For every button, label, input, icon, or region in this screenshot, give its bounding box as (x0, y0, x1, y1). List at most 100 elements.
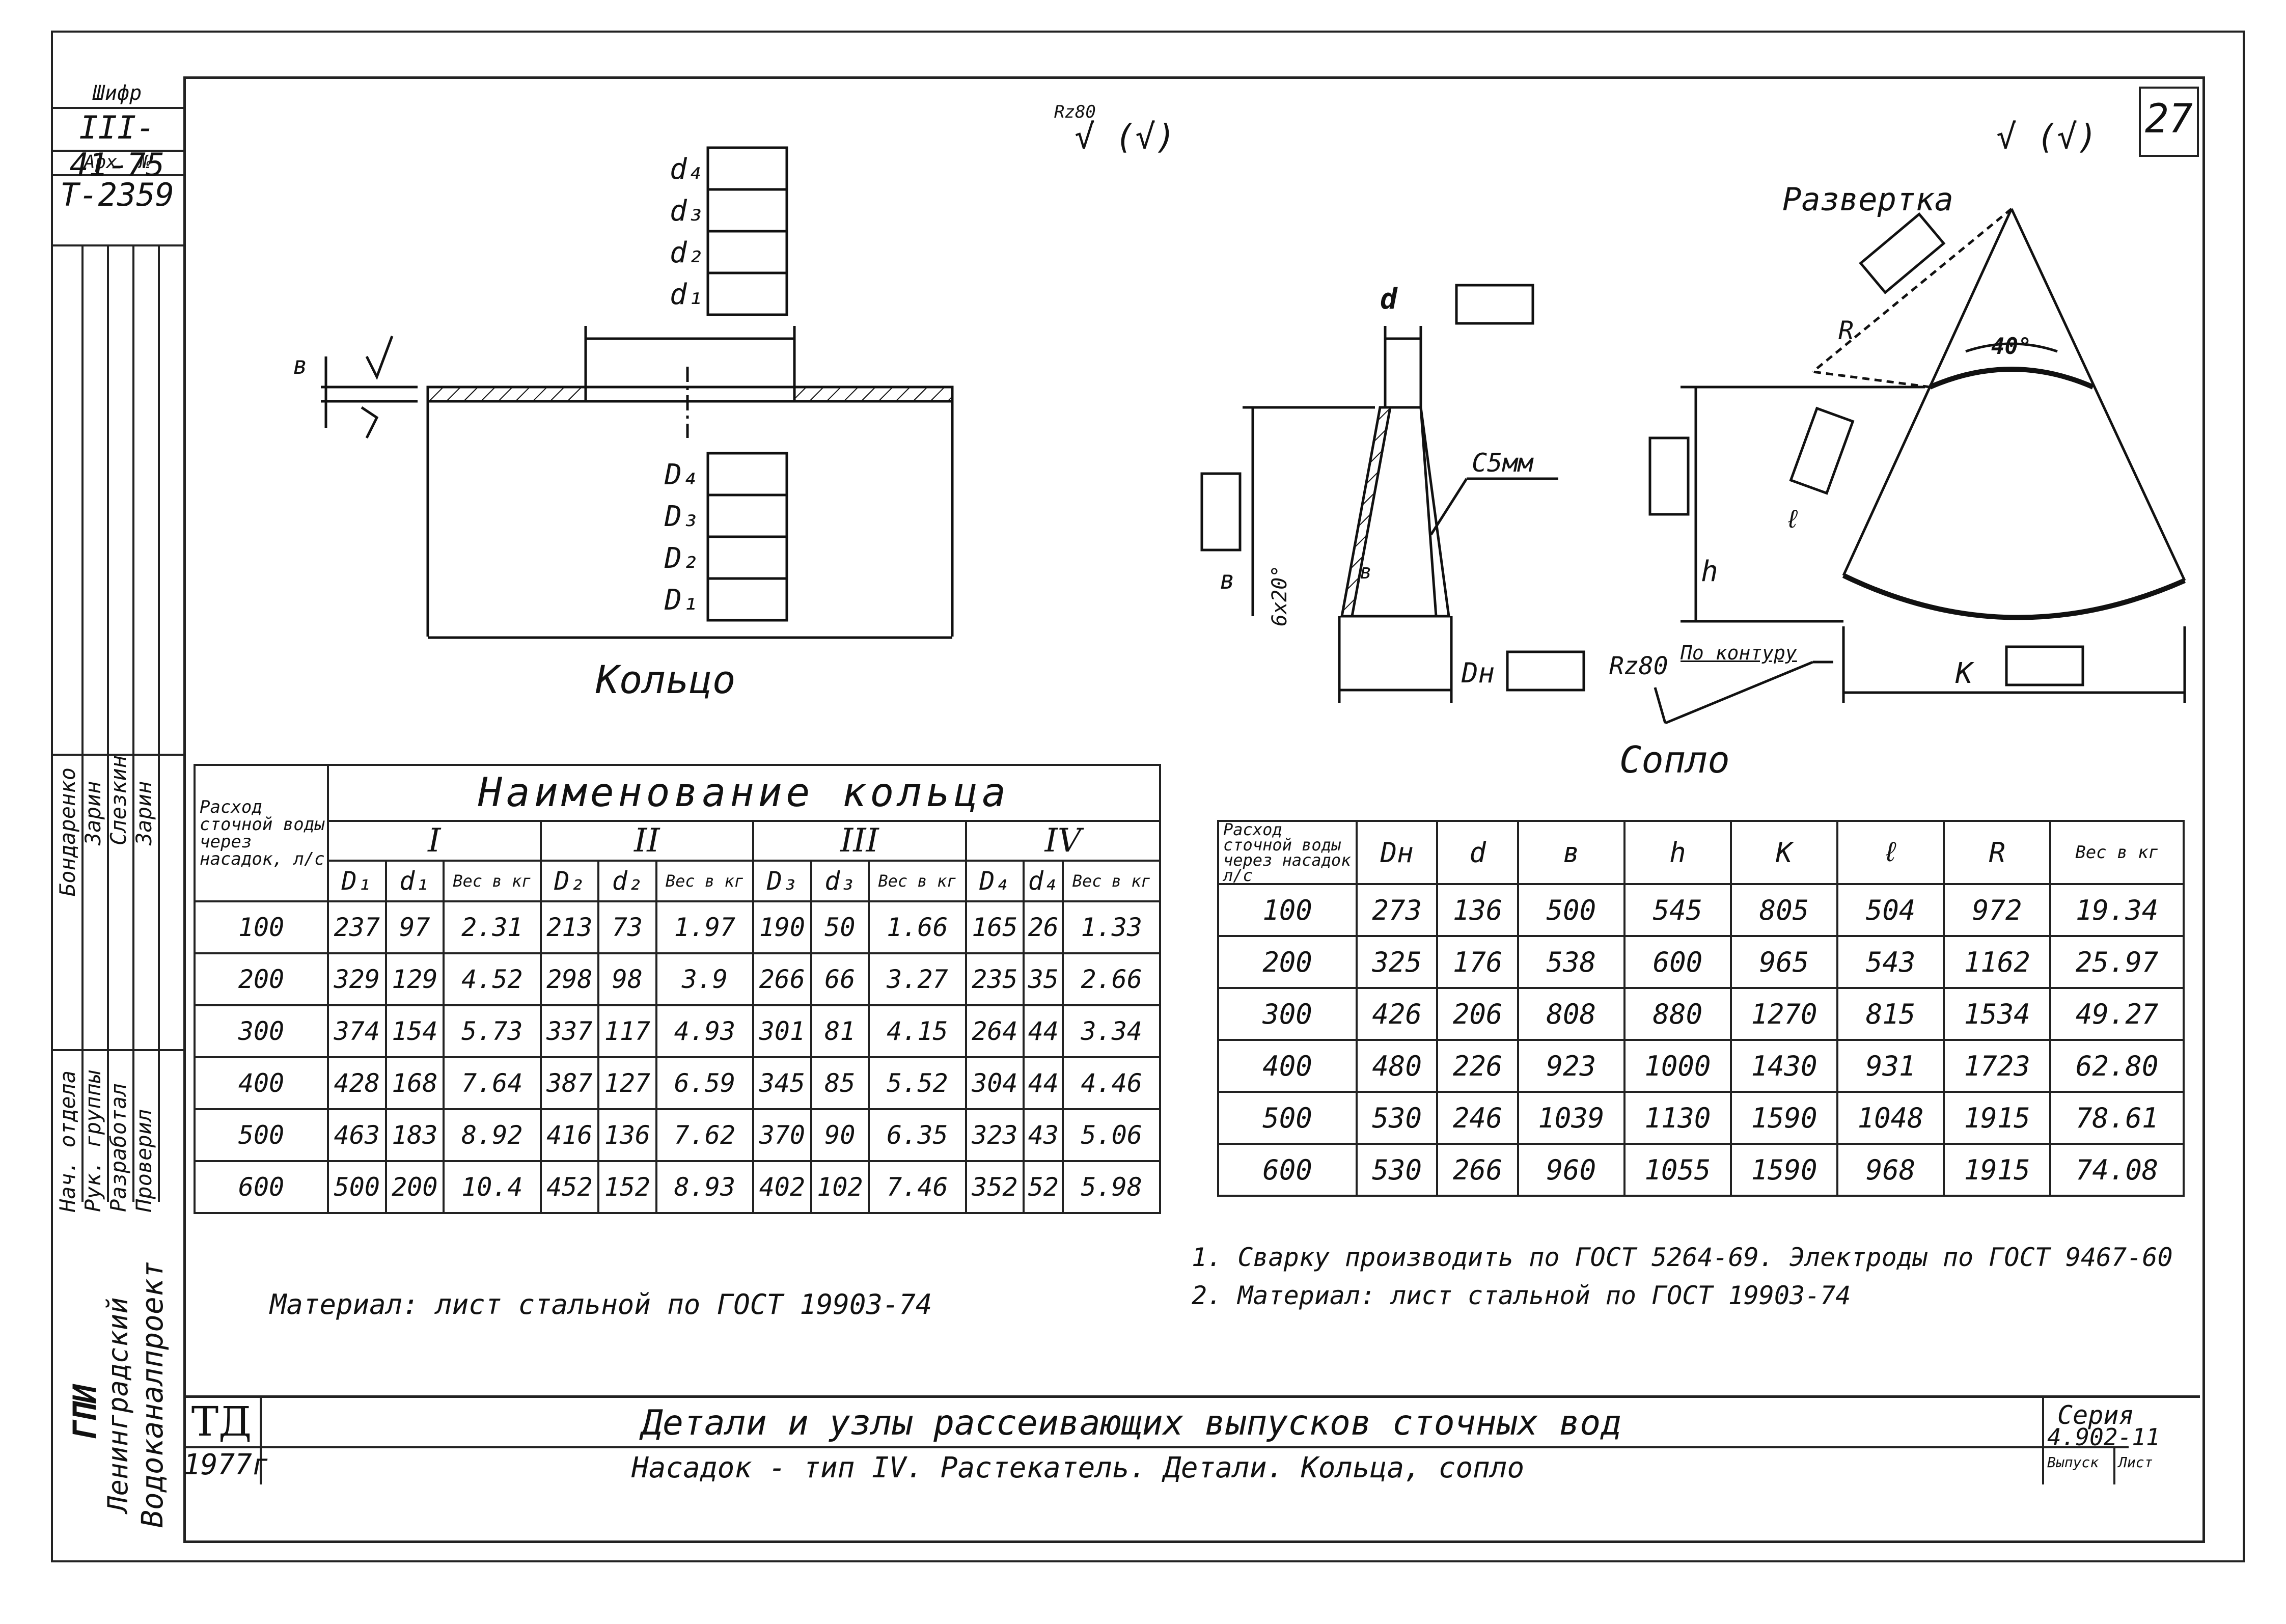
nozzle-cell: 176 (1436, 935, 1519, 989)
nozzle-cell: 426 (1355, 987, 1439, 1041)
nozzle-cell: 62.80 (2049, 1039, 2185, 1093)
ring-cell: 81 (810, 1004, 870, 1058)
nozzle-cell: 1048 (1836, 1091, 1945, 1145)
ring-cell: 1.97 (655, 900, 755, 954)
nozzle-cell: 530 (1355, 1143, 1439, 1197)
nozzle-cell: 500 (1517, 883, 1626, 937)
razvertka-R: R (1838, 316, 1854, 345)
razvertka-l: ℓ (1785, 504, 1801, 534)
nozzle-cell: 968 (1836, 1143, 1945, 1197)
ring-cell: 98 (597, 952, 657, 1006)
nozzle-label-d: d (1380, 283, 1397, 316)
outer-frame (51, 31, 2245, 1562)
cipher-label: Шифр (51, 81, 183, 109)
nozzle-table-flow-header: Расход сточной воды через насадок л/с (1217, 820, 1358, 885)
ring-label-D4: D₄ (665, 458, 699, 491)
ring-cell: 500 (194, 1108, 329, 1162)
col-w1: Вес в кг (443, 860, 542, 902)
nozzle-cell: 1162 (1943, 935, 2052, 989)
ring-cell: 304 (965, 1056, 1025, 1110)
ring-cell: 6.59 (655, 1056, 755, 1110)
ring-cell: 2.31 (443, 900, 542, 954)
ring-cell: 235 (965, 952, 1025, 1006)
ring-cell: 5.73 (443, 1004, 542, 1058)
col-w3: Вес в кг (868, 860, 967, 902)
razvertka-K: К (1956, 657, 1973, 690)
ring-cell: 400 (194, 1056, 329, 1110)
ring-cell: 183 (384, 1108, 445, 1162)
ring-cell: 463 (327, 1108, 387, 1162)
ring-cell: 300 (194, 1004, 329, 1058)
ring-cell: 2.66 (1062, 952, 1161, 1006)
ring-cell: 43 (1023, 1108, 1064, 1162)
cipher-code: III-41-75 (51, 109, 183, 183)
nozzle-cell: 530 (1355, 1091, 1439, 1145)
ring-label-d3: d₃ (670, 195, 704, 228)
nozzle-cell: 25.97 (2049, 935, 2185, 989)
arch-number: T-2359 (60, 176, 174, 213)
roughness-symbol-right: √ (√) (1996, 117, 2098, 156)
col-D1: D₁ (327, 860, 387, 902)
ring-cell: 266 (752, 952, 812, 1006)
ring-cell: 44 (1023, 1004, 1064, 1058)
nozzle-caption: Сопло (1619, 738, 1730, 781)
ring-cell: 4.15 (868, 1004, 967, 1058)
ring-cell: 6.35 (868, 1108, 967, 1162)
ring-group-3: III (752, 820, 967, 862)
ncol-weight: Вес в кг (2049, 820, 2185, 885)
ring-label-b: в (293, 351, 308, 380)
ring-cell: 5.98 (1062, 1160, 1161, 1214)
ring-cell: 352 (965, 1160, 1025, 1214)
ring-cell: 26 (1023, 900, 1064, 954)
ncol-h: h (1623, 820, 1732, 885)
nozzle-cell: 538 (1517, 935, 1626, 989)
roughness-symbol-center: √ (√) (1075, 117, 1176, 156)
nozzle-cell: 805 (1729, 883, 1839, 937)
ncol-Dn: Dн (1355, 820, 1439, 885)
ring-cell: 52 (1023, 1160, 1064, 1214)
ring-cell: 66 (810, 952, 870, 1006)
nozzle-cell: 500 (1217, 1091, 1358, 1145)
roughness-rz80-top: Rz80 (1054, 102, 1096, 122)
ring-label-D3: D₃ (665, 500, 699, 533)
material-left: Материал: лист стальной по ГОСТ 19903-74 (270, 1288, 932, 1320)
ring-cell: 102 (810, 1160, 870, 1214)
ring-cell: 337 (539, 1004, 600, 1058)
nozzle-cell: 1430 (1729, 1039, 1839, 1093)
ring-cell: 402 (752, 1160, 812, 1214)
nozzle-cell: 1590 (1729, 1091, 1839, 1145)
sheet-number-box: 27 (2139, 87, 2199, 157)
arch-label: Арх. № (51, 152, 183, 176)
ring-label-D1: D₁ (665, 584, 699, 617)
ring-label-d1: d₁ (670, 278, 704, 311)
ring-cell: 1.33 (1062, 900, 1161, 954)
nozzle-cell: 1039 (1517, 1091, 1626, 1145)
ring-cell: 1.66 (868, 900, 967, 954)
ring-cell: 7.62 (655, 1108, 755, 1162)
nozzle-cell: 923 (1517, 1039, 1626, 1093)
doc-title: Детали и узлы рассеивающих выпусков сточ… (642, 1403, 1622, 1443)
col-w2: Вес в кг (655, 860, 755, 902)
ncol-d: d (1436, 820, 1519, 885)
ncol-l: ℓ (1836, 820, 1945, 885)
nozzle-cell: 246 (1436, 1091, 1519, 1145)
nozzle-cell: 808 (1517, 987, 1626, 1041)
ring-label-d2: d₂ (670, 236, 704, 269)
ring-label-d4: d₄ (670, 153, 704, 186)
nozzle-cell: 74.08 (2049, 1143, 2185, 1197)
nozzle-cell: 972 (1943, 883, 2052, 937)
ncol-R: R (1943, 820, 2052, 885)
vypusk-label: Выпуск (2047, 1454, 2099, 1471)
ring-cell: 323 (965, 1108, 1025, 1162)
ring-cell: 129 (384, 952, 445, 1006)
ring-cell: 4.46 (1062, 1056, 1161, 1110)
ring-label-D2: D₂ (665, 542, 699, 575)
nozzle-label-dn: Dн (1462, 657, 1495, 689)
ring-cell: 428 (327, 1056, 387, 1110)
nozzle-cell: 960 (1517, 1143, 1626, 1197)
